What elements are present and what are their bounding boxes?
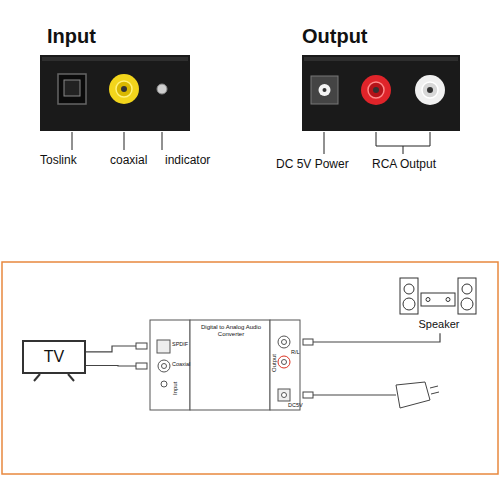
converter-drawing (150, 320, 300, 410)
port-label: Coaxial (172, 361, 190, 368)
node-text: TV (44, 347, 64, 366)
cable (86, 346, 136, 352)
indicator-led (157, 84, 167, 94)
cable (313, 333, 440, 342)
rca-white-ring (422, 82, 438, 98)
node-text: Digital to Analog Audio Converter (194, 324, 268, 338)
leader-lines (72, 132, 162, 150)
rca-red-pin (373, 87, 379, 93)
toslink-port (58, 74, 86, 104)
speakers (400, 278, 476, 314)
port-label: SPDIF (172, 341, 188, 348)
port-label: DC 5V Power (276, 157, 349, 171)
speaker-box: Speaker (398, 274, 482, 333)
panel-title: Input (47, 24, 96, 48)
node-text: Speaker (398, 318, 480, 331)
dc-jack (311, 76, 338, 104)
panel-title: Output (302, 24, 368, 48)
panel-edge (42, 57, 188, 61)
toslink-inner (64, 80, 80, 96)
coaxial-ring (116, 81, 132, 97)
frame (2, 262, 498, 474)
port-label: coaxial (110, 153, 147, 167)
face-label: Input (172, 382, 179, 395)
power-cable (313, 394, 396, 395)
port-label: Toslink (40, 153, 77, 167)
dc-hole (319, 84, 331, 96)
input-panel (40, 55, 190, 131)
coaxial-jack (109, 74, 139, 104)
face-label: Output (271, 354, 278, 372)
tv-box: TV (22, 340, 86, 374)
port-label: indicator (165, 153, 210, 167)
port-label: DC5V (288, 402, 303, 409)
port-label: RCA Output (372, 157, 436, 171)
tv-stand (34, 374, 74, 381)
panel-edge (304, 57, 458, 61)
rca-red (361, 75, 391, 105)
cable (86, 365, 136, 367)
leader-lines (324, 132, 430, 154)
port-label: R/L (291, 349, 300, 356)
rca-white-pin (427, 87, 433, 93)
rca-red-ring (368, 82, 384, 98)
rca-white (415, 75, 445, 105)
power-adapter (396, 382, 439, 408)
coaxial-pin (121, 86, 127, 92)
output-panel (302, 55, 460, 131)
dc-pin (323, 88, 327, 92)
